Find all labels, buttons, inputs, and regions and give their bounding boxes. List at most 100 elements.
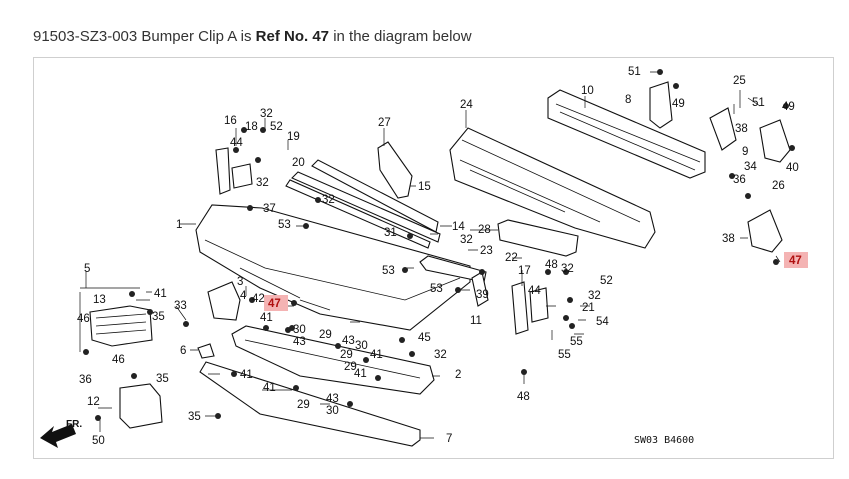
label-29-b: 29	[340, 349, 353, 361]
label-45: 45	[418, 332, 431, 344]
caption-ref-number: 47	[312, 28, 330, 45]
label-53-a: 53	[278, 219, 291, 231]
label-30-b: 30	[355, 340, 368, 352]
label-35-c: 35	[188, 411, 201, 423]
label-29-c: 29	[344, 361, 357, 373]
label-24: 24	[460, 99, 473, 111]
label-41-f: 41	[263, 382, 276, 394]
label-32-e: 32	[561, 263, 574, 275]
label-11: 11	[470, 315, 482, 327]
label-35-b: 35	[156, 373, 169, 385]
label-53-c: 53	[430, 283, 443, 295]
label-47-right: 47	[789, 255, 802, 267]
part-garnish-28	[497, 219, 579, 257]
front-direction-arrow-icon	[40, 424, 76, 448]
label-41-d: 41	[354, 368, 367, 380]
label-48-a: 48	[545, 259, 558, 271]
label-49: 49	[672, 98, 685, 110]
label-40: 40	[786, 162, 799, 174]
caption-ref-prefix: Ref No.	[255, 28, 309, 45]
label-44: 44	[230, 137, 243, 149]
part-reinforcement-beam	[547, 89, 706, 179]
label-43-c: 43	[326, 393, 339, 405]
fasteners	[83, 69, 795, 421]
part-bracket-26	[709, 107, 791, 163]
label-2: 2	[455, 369, 461, 381]
label-14: 14	[452, 221, 465, 233]
label-55-b: 55	[558, 349, 571, 361]
label-38: 38	[735, 123, 748, 135]
caption-part-number: 91503-SZ3-003	[33, 28, 138, 45]
label-1: 1	[176, 219, 182, 231]
label-25: 25	[733, 75, 746, 87]
label-26: 26	[772, 180, 785, 192]
label-19: 19	[287, 131, 300, 143]
label-41-e: 41	[240, 369, 253, 381]
label-46-a: 46	[77, 313, 90, 325]
label-47-left: 47	[268, 298, 281, 310]
label-27: 27	[378, 117, 391, 129]
label-33: 33	[174, 300, 187, 312]
part-lower-spoiler	[199, 361, 421, 447]
label-30-c: 30	[326, 405, 339, 417]
callout-labels: 51 10 8 49 25 51 49 38 9 34 40 36 26 38 …	[66, 66, 802, 447]
label-32-b: 32	[256, 177, 269, 189]
caption-part-name: Bumper Clip A	[141, 28, 237, 45]
part-molding-15	[285, 159, 441, 249]
label-51: 51	[628, 66, 641, 78]
part-side-bracket-16	[215, 147, 253, 195]
label-54: 54	[596, 316, 609, 328]
label-fr: FR.	[66, 419, 82, 430]
label-3: 3	[237, 276, 243, 288]
label-28: 28	[478, 224, 491, 236]
part-grille-strip-22	[419, 255, 487, 283]
caption-suffix: in the diagram below	[333, 28, 472, 45]
part-lower-cover	[231, 325, 435, 395]
caption-is: is	[240, 28, 252, 45]
label-35-a: 35	[152, 311, 165, 323]
label-39: 39	[476, 289, 489, 301]
label-23: 23	[480, 245, 493, 257]
label-32-c: 32	[322, 194, 335, 206]
label-48-b: 48	[517, 391, 530, 403]
label-8: 8	[625, 94, 631, 106]
part-clip-6	[197, 343, 215, 359]
part-license-base	[119, 383, 163, 429]
highlight-ref-47-right	[784, 252, 808, 268]
label-41-c: 41	[370, 349, 383, 361]
part-license-bracket	[89, 305, 153, 347]
part-bumper-face	[195, 204, 471, 331]
label-6: 6	[180, 345, 186, 357]
label-32-a: 32	[260, 108, 273, 120]
leader-lines	[79, 71, 781, 439]
label-46-b: 46	[112, 354, 125, 366]
label-50: 50	[92, 435, 105, 447]
label-51-b: 51	[752, 97, 765, 109]
part-bumper-absorber	[449, 127, 656, 249]
label-44-b: 44	[528, 285, 541, 297]
label-5: 5	[84, 263, 90, 275]
label-52-b: 52	[600, 275, 613, 287]
label-31: 31	[384, 227, 397, 239]
label-7: 7	[446, 433, 452, 445]
label-16: 16	[224, 115, 237, 127]
part-stay-38	[747, 209, 783, 253]
part-stay-39	[471, 271, 489, 307]
label-29-a: 29	[319, 329, 332, 341]
label-36-b: 36	[79, 374, 92, 386]
label-30-a: 30	[293, 324, 306, 336]
label-53-b: 53	[382, 265, 395, 277]
diagram-code: SW03 B4600	[634, 435, 694, 446]
highlight-ref-47-left	[264, 295, 288, 311]
label-42: 42	[252, 293, 265, 305]
label-9: 9	[742, 146, 748, 158]
label-13: 13	[93, 294, 106, 306]
label-32-f: 32	[588, 290, 601, 302]
label-43-a: 43	[293, 336, 306, 348]
label-29-d: 29	[297, 399, 310, 411]
label-22: 22	[505, 252, 518, 264]
label-32-d: 32	[460, 234, 473, 246]
label-37: 37	[263, 203, 276, 215]
label-43-b: 43	[342, 335, 355, 347]
part-bracket-3	[207, 281, 241, 321]
